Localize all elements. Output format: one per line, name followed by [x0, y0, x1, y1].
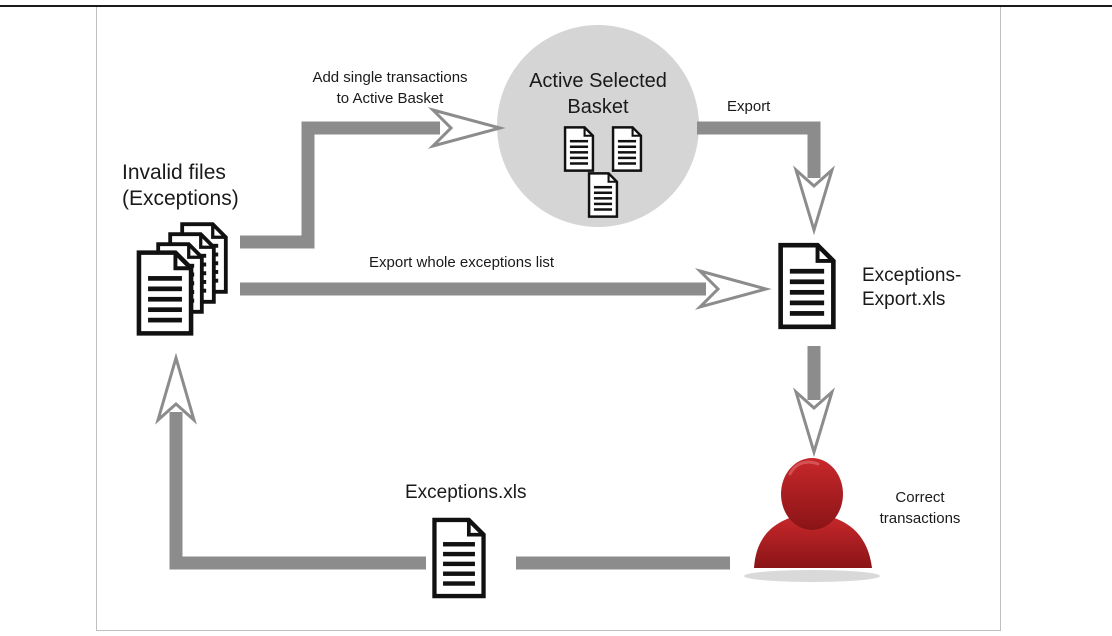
- active-basket-label-line1: Active Selected: [529, 70, 667, 92]
- invalid-files-label-line2: (Exceptions): [122, 187, 239, 210]
- basket-document-icon-3: [587, 172, 619, 218]
- arrow-export-whole: [240, 268, 772, 310]
- arrow-export: [697, 121, 835, 236]
- export-label: Export: [727, 96, 770, 117]
- basket-document-icon-1: [563, 126, 595, 172]
- basket-document-icon-2: [611, 126, 643, 172]
- correct-transactions-label-line2: transactions: [879, 510, 961, 527]
- exceptions-xls-label: Exceptions.xls: [405, 481, 526, 505]
- top-rule: [0, 5, 1112, 7]
- document-stack-icon: [139, 222, 228, 333]
- active-basket-label-line2: Basket: [567, 96, 629, 118]
- exceptions-export-label: Exceptions- Export.xls: [862, 264, 961, 312]
- export-label-text: Export: [727, 98, 771, 115]
- arrow-add-to-basket: [240, 107, 506, 249]
- invalid-files-label: Invalid files (Exceptions): [122, 160, 239, 212]
- add-single-label-line2: to Active Basket: [336, 90, 444, 107]
- export-whole-label: Export whole exceptions list: [369, 252, 554, 273]
- add-single-label: Add single transactions to Active Basket: [290, 67, 490, 109]
- diagram-frame: [96, 7, 1001, 631]
- exceptions-export-document-icon: [781, 245, 834, 327]
- person-icon: [744, 458, 880, 582]
- add-single-label-line1: Add single transactions: [312, 69, 468, 86]
- correct-transactions-label-line1: Correct: [895, 489, 945, 506]
- active-basket-label: Active Selected Basket: [508, 68, 688, 120]
- exceptions-xls-document-icon: [426, 510, 516, 606]
- arrow-loop-back: [155, 352, 730, 570]
- arrow-to-person: [793, 346, 835, 458]
- correct-transactions-label: Correct transactions: [875, 487, 965, 529]
- exceptions-xls-label-text: Exceptions.xls: [405, 482, 527, 503]
- invalid-files-label-line1: Invalid files: [122, 161, 226, 184]
- exceptions-export-label-line2: Export.xls: [862, 289, 946, 310]
- active-basket-circle: [497, 25, 699, 227]
- exceptions-export-label-line1: Exceptions-: [862, 265, 962, 286]
- export-whole-label-text: Export whole exceptions list: [369, 254, 555, 271]
